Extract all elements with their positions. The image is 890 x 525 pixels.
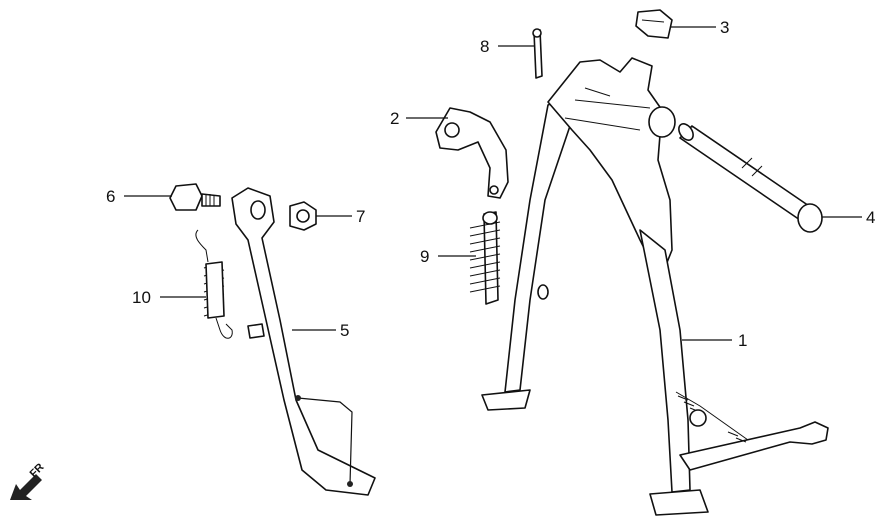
callout-label: 5 (340, 321, 349, 340)
callout-label: 7 (356, 207, 365, 226)
callout-1: 1 (682, 331, 747, 350)
callout-label: 2 (390, 109, 399, 128)
callout-label: 4 (866, 208, 875, 227)
main-stand-spring-part (469, 211, 501, 305)
small-bolt-part (247, 323, 265, 339)
callout-label: 6 (106, 187, 115, 206)
side-stand-part (231, 187, 376, 496)
callout-label: 3 (720, 18, 729, 37)
bracket-part (435, 107, 509, 199)
callout-9: 9 (420, 247, 476, 266)
pivot-bolt-part (169, 183, 221, 211)
callout-label: 10 (132, 288, 151, 307)
side-stand-spring-part (195, 229, 233, 339)
callout-10: 10 (132, 288, 206, 307)
fr-label: FR (28, 461, 47, 480)
callout-5: 5 (292, 321, 349, 340)
callout-7: 7 (316, 207, 365, 226)
stopper-part (635, 9, 673, 39)
callout-4: 4 (822, 208, 875, 227)
callout-6: 6 (106, 187, 172, 206)
callout-label: 9 (420, 247, 429, 266)
main-stand-part (481, 57, 829, 516)
callout-label: 8 (480, 37, 489, 56)
callout-2: 2 (390, 109, 448, 128)
pivot-shaft-part (678, 123, 823, 233)
callout-label: 1 (738, 331, 747, 350)
nut-part (289, 201, 317, 231)
front-direction-marker: FR (10, 461, 47, 500)
callout-8: 8 (480, 37, 534, 56)
callout-3: 3 (670, 18, 729, 37)
front-direction-arrow-icon (10, 474, 42, 500)
cotter-pin-part (532, 28, 543, 79)
